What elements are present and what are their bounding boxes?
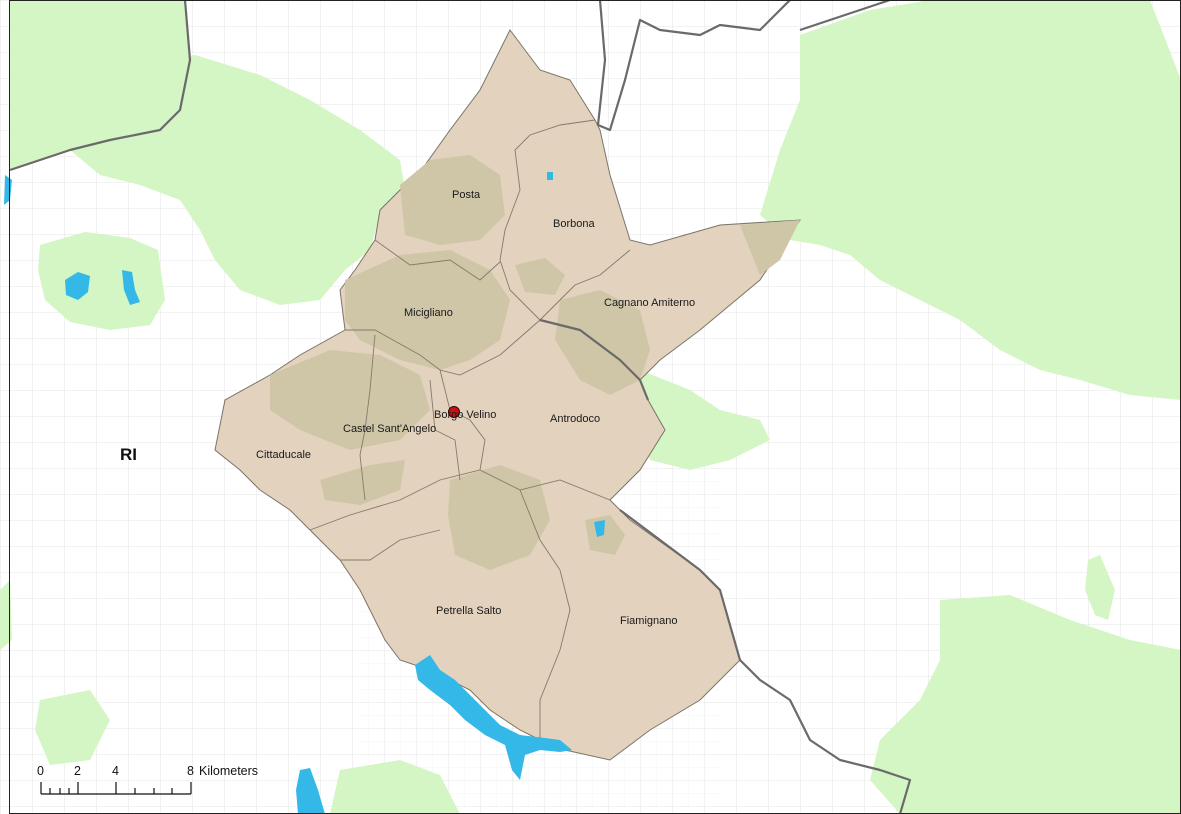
scale-unit-label: Kilometers — [199, 764, 258, 778]
boundary-posta-borbona — [499, 119, 596, 321]
protected-area-west-edge — [0, 580, 12, 650]
label-posta: Posta — [452, 189, 481, 201]
label-antrodoco: Antrodoco — [550, 413, 600, 425]
overlap-zone-castel — [270, 350, 430, 450]
study-area-outline — [214, 29, 801, 761]
overlap-zone-south — [448, 465, 550, 570]
label-borgo-velino: Borgo Velino — [434, 409, 496, 421]
scale-tick-label-4: 4 — [112, 764, 119, 778]
municipal-boundaries — [309, 119, 631, 740]
overlap-zone-borbona — [515, 258, 565, 295]
scale-bar-lines — [40, 782, 192, 795]
protected-area-east — [760, 0, 1181, 400]
overlap-zone-micigliano — [345, 250, 510, 370]
boundary-borgo-antrodoco — [439, 369, 486, 471]
protected-area-east-small — [1085, 555, 1115, 620]
boundary-borgo-castel — [429, 379, 461, 481]
lake-salto — [415, 655, 572, 780]
label-cittaducale: Cittaducale — [256, 449, 311, 461]
region-boundary-north — [596, 0, 791, 132]
scale-bar: 0 2 4 8 Kilometers — [37, 764, 258, 795]
water-bodies — [4, 172, 605, 814]
overlap-zone-east-strip — [740, 220, 800, 275]
region-boundary-ne — [799, 0, 891, 32]
study-area — [214, 29, 801, 761]
label-borbona: Borbona — [553, 218, 595, 230]
scale-tick-label-2: 2 — [74, 764, 81, 778]
lake-west-2 — [122, 270, 140, 305]
boundary-central-south — [309, 469, 611, 531]
region-boundary-cagnano — [539, 318, 650, 401]
protected-area-southwest — [35, 690, 110, 765]
label-micigliano: Micigliano — [404, 307, 453, 319]
label-cagnano-amiterno: Cagnano Amiterno — [604, 297, 695, 309]
region-boundary-southeast — [619, 509, 912, 814]
region-boundary-nw — [9, 0, 192, 172]
overlap-zone-posta — [400, 155, 505, 245]
label-petrella-salto: Petrella Salto — [436, 605, 501, 617]
overlap-zone-west — [320, 460, 405, 505]
label-fiamignano: Fiamignano — [620, 615, 677, 627]
protected-area-southeast — [870, 595, 1181, 814]
borgo-velino-marker[interactable] — [448, 406, 460, 418]
protected-area-east-mid — [630, 370, 770, 470]
province-label: RI — [120, 445, 137, 464]
label-castel-sant-angelo: Castel Sant'Angelo — [343, 423, 436, 435]
boundary-borbona-cagnano — [539, 249, 631, 321]
overlap-zones — [270, 155, 800, 570]
pond-borbona — [547, 172, 553, 180]
lake-west-1 — [65, 272, 90, 300]
overlap-zone-cagnano — [555, 290, 650, 395]
municipality-labels: Posta Borbona Cagnano Amiterno Miciglian… — [256, 189, 695, 627]
protected-area-lakes-west — [38, 232, 165, 330]
protected-area-south — [330, 760, 460, 814]
scale-tick-label-0: 0 — [37, 764, 44, 778]
protected-area-north — [70, 55, 405, 305]
scale-tick-label-8: 8 — [187, 764, 194, 778]
boundary-petrella-fiamignano — [519, 489, 571, 740]
lake-south — [296, 768, 325, 814]
boundary-posta-micigliano — [374, 239, 501, 281]
boundary-castel-borgo — [359, 334, 376, 501]
region-boundary — [9, 0, 912, 814]
boundary-petrella-west — [340, 529, 441, 561]
pond-fiamignano — [594, 520, 605, 537]
